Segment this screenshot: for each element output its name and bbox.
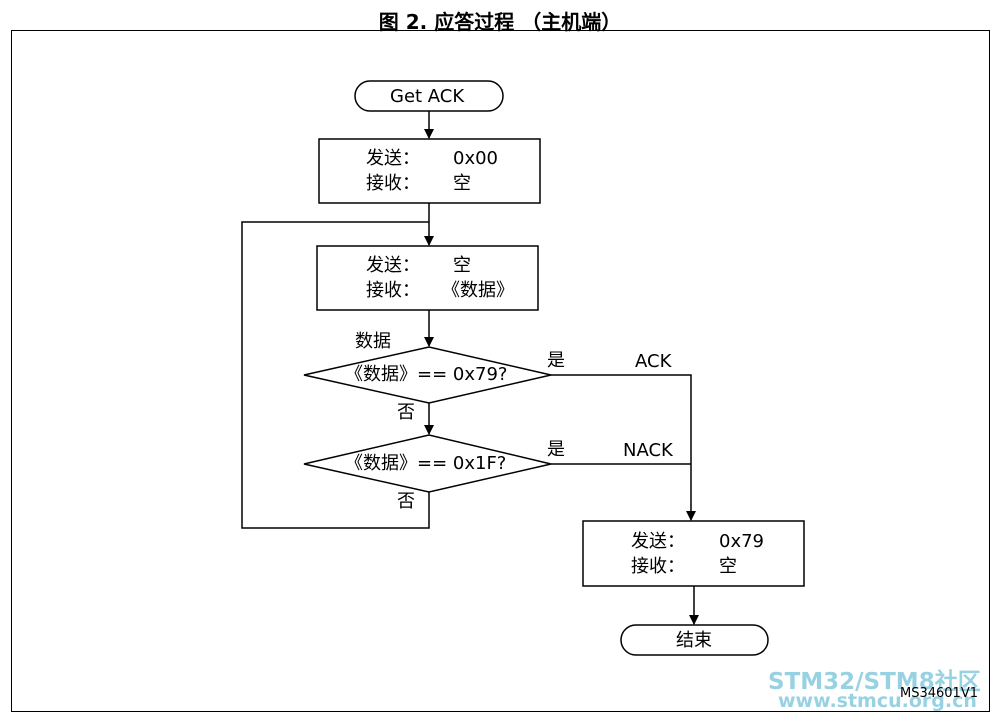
box1-send-value: 0x00 <box>453 148 499 169</box>
loop-back-line <box>241 221 430 529</box>
box2-recv-value: 《数据》 <box>442 280 514 301</box>
start-label: Get ACK <box>390 86 465 107</box>
decision1-no-label: 否 <box>397 402 415 423</box>
decision1-result-label: ACK <box>635 351 672 372</box>
watermark-line2: www.stmcu.org.cn <box>778 690 977 712</box>
decision2-result-label: NACK <box>623 440 673 461</box>
box3-send-label: 发送： <box>631 531 685 552</box>
decision2-text: 《数据》== 0x1F? <box>345 453 507 474</box>
figure-code: MS34601V1 <box>900 686 978 701</box>
box1-send-label: 发送： <box>366 148 420 169</box>
box2-send-label: 发送： <box>366 255 420 276</box>
decision1-yes-label: 是 <box>547 350 565 371</box>
diagram-frame <box>11 30 990 712</box>
box1-recv-label: 接收： <box>366 173 420 194</box>
box3-send-value: 0x79 <box>719 531 765 552</box>
end-label: 结束 <box>676 630 712 651</box>
data-label: 数据 <box>355 331 391 352</box>
decision2-yes-label: 是 <box>547 439 565 460</box>
box2-recv-label: 接收： <box>366 280 420 301</box>
box3-recv-value: 空 <box>719 556 737 577</box>
decision2-no-label: 否 <box>397 491 415 512</box>
watermark-line1: STM32/STM8社区 <box>768 669 981 695</box>
box2-send-value: 空 <box>453 255 471 276</box>
box2 <box>316 245 539 311</box>
ack-line <box>551 374 696 521</box>
box1 <box>318 138 541 204</box>
end-terminator <box>620 624 769 656</box>
box1-recv-value: 空 <box>453 173 471 194</box>
box3 <box>582 520 805 587</box>
box3-recv-label: 接收： <box>631 556 685 577</box>
decision1-text: 《数据》== 0x79? <box>345 364 508 385</box>
